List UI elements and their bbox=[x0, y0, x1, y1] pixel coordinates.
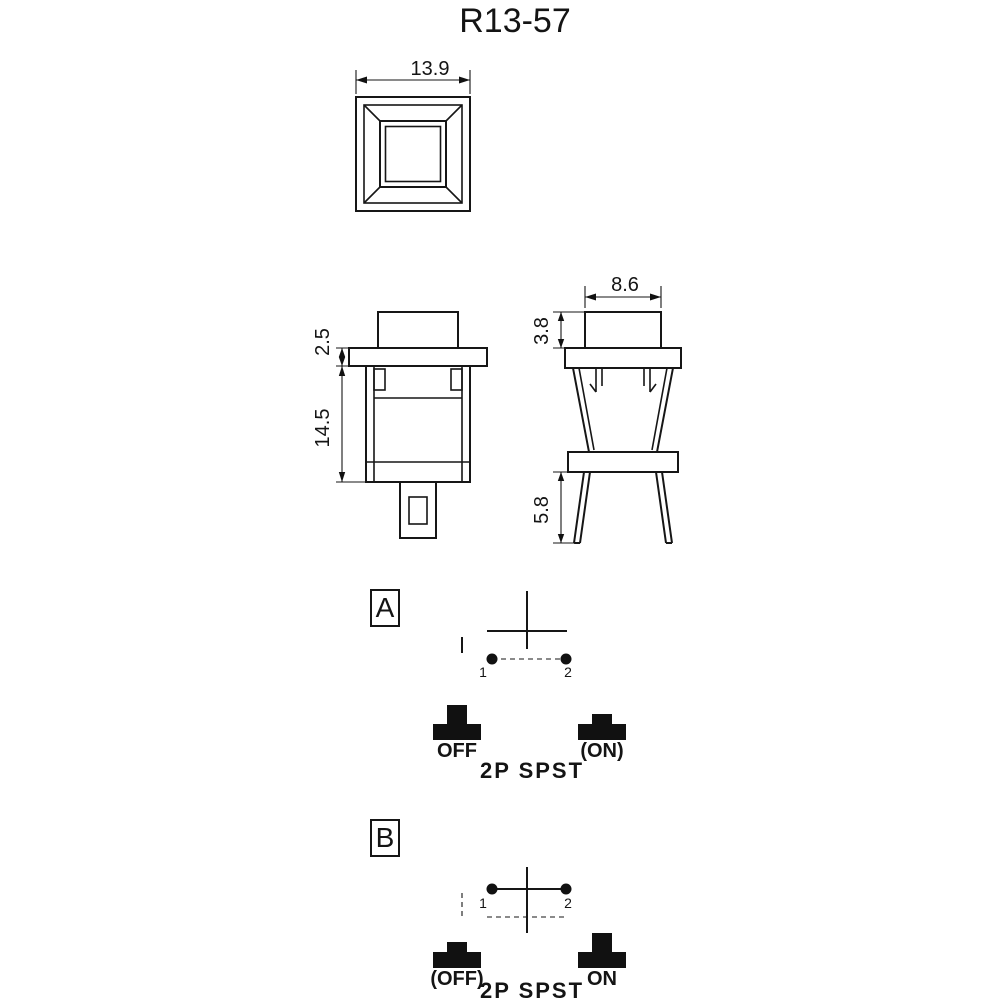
top-view-bezel-frame bbox=[363, 104, 463, 204]
top-view-button-inner bbox=[384, 125, 442, 183]
button-cap-raised bbox=[592, 933, 612, 952]
dim-label-cap-width: 8.6 bbox=[611, 274, 639, 296]
button-pictogram-released bbox=[433, 705, 481, 740]
dim-label-top-width: 13.9 bbox=[411, 58, 450, 80]
button-cap-raised bbox=[447, 705, 467, 724]
terminal-2-label: 2 bbox=[564, 895, 572, 911]
arrowhead-down bbox=[557, 339, 565, 348]
side-flange bbox=[564, 347, 682, 369]
arrowhead-down bbox=[338, 357, 346, 366]
top-view-outer-frame bbox=[355, 96, 471, 212]
state-label-on: ON bbox=[587, 968, 617, 990]
dim-label-cap-height: 3.8 bbox=[531, 317, 553, 345]
front-body-section-lines bbox=[366, 397, 470, 463]
dimension-pin-length: 5.8 bbox=[531, 471, 574, 544]
terminal-pin-left bbox=[573, 471, 591, 544]
extension-lines bbox=[355, 70, 471, 94]
terminal-2-label: 2 bbox=[564, 664, 572, 680]
dimension-top-width: 13.9 bbox=[355, 58, 471, 94]
front-terminal-lug bbox=[399, 481, 437, 539]
button-pictogram-pressed bbox=[578, 714, 626, 740]
circuit-a-type-label: 2P SPST bbox=[480, 758, 584, 783]
dim-label-pin-length: 5.8 bbox=[531, 496, 553, 524]
button-base bbox=[578, 724, 626, 740]
arrowhead-down bbox=[557, 534, 565, 543]
circuit-a: A 1 2 OFF (ON) 2P SPST bbox=[370, 589, 626, 783]
arrowhead-down bbox=[338, 472, 346, 482]
front-button-cap bbox=[377, 311, 459, 349]
button-pictogram-released bbox=[578, 933, 626, 968]
circuit-b: B 1 2 (OFF) ON 2P SPST bbox=[370, 819, 626, 1000]
extension-lines bbox=[553, 311, 585, 349]
arrowhead-up bbox=[338, 348, 346, 357]
part-number-title: R13-57 bbox=[459, 2, 571, 40]
top-view-bevel-edges bbox=[363, 104, 463, 204]
dim-label-body-height: 14.5 bbox=[312, 409, 334, 448]
side-snap-leg-left bbox=[589, 368, 603, 393]
arrowhead-up bbox=[557, 312, 565, 321]
button-base bbox=[578, 952, 626, 968]
button-base bbox=[433, 724, 481, 740]
state-label-off: OFF bbox=[437, 740, 477, 762]
front-flange bbox=[348, 347, 488, 367]
side-button-cap bbox=[584, 311, 662, 349]
front-snap-hook-right bbox=[450, 368, 463, 391]
circuit-b-label-box bbox=[370, 819, 400, 857]
dim-label-flange-height: 2.5 bbox=[312, 328, 334, 356]
circuit-a-label: A bbox=[376, 592, 395, 623]
button-pictogram-pressed bbox=[433, 942, 481, 968]
terminal-pin-right bbox=[655, 471, 673, 544]
state-label-off-momentary: (OFF) bbox=[430, 968, 483, 990]
circuit-b-label: B bbox=[376, 822, 395, 853]
extension-lines bbox=[336, 347, 366, 483]
front-snap-hook-left bbox=[373, 368, 386, 391]
front-body-inner-walls bbox=[373, 366, 463, 482]
side-base-collar bbox=[567, 451, 679, 473]
dimension-flange-height: 2.5 bbox=[312, 328, 366, 483]
circuit-b-type-label: 2P SPST bbox=[480, 978, 584, 1000]
side-snap-leg-right bbox=[643, 368, 657, 393]
front-terminal-hole bbox=[408, 496, 428, 525]
button-cap-pressed bbox=[592, 714, 612, 724]
button-cap-pressed bbox=[447, 942, 467, 952]
front-body bbox=[365, 365, 471, 483]
arrowhead-right bbox=[650, 293, 661, 301]
front-view bbox=[348, 311, 488, 539]
terminal-1-label: 1 bbox=[479, 664, 487, 680]
side-body-outer-walls bbox=[572, 367, 674, 453]
arrowhead-left bbox=[356, 76, 367, 84]
extension-lines bbox=[553, 471, 574, 544]
dimension-cap-height: 3.8 bbox=[531, 311, 585, 349]
arrowhead-up bbox=[557, 472, 565, 481]
dimension-cap-width: 8.6 bbox=[584, 274, 662, 308]
side-view bbox=[564, 311, 682, 544]
top-view-button-face bbox=[379, 120, 447, 188]
contact-dot-1 bbox=[486, 883, 498, 895]
button-base bbox=[433, 952, 481, 968]
arrowhead-left bbox=[585, 293, 596, 301]
circuit-a-label-box bbox=[370, 589, 400, 627]
contact-dot-2 bbox=[560, 883, 572, 895]
terminal-1-label: 1 bbox=[479, 895, 487, 911]
arrowhead-up bbox=[338, 366, 346, 376]
top-view bbox=[355, 96, 471, 212]
state-label-on-momentary: (ON) bbox=[580, 740, 623, 762]
arrowhead-right bbox=[459, 76, 470, 84]
side-body-inner-walls bbox=[578, 367, 668, 451]
dimension-body-height: 14.5 bbox=[312, 366, 346, 482]
